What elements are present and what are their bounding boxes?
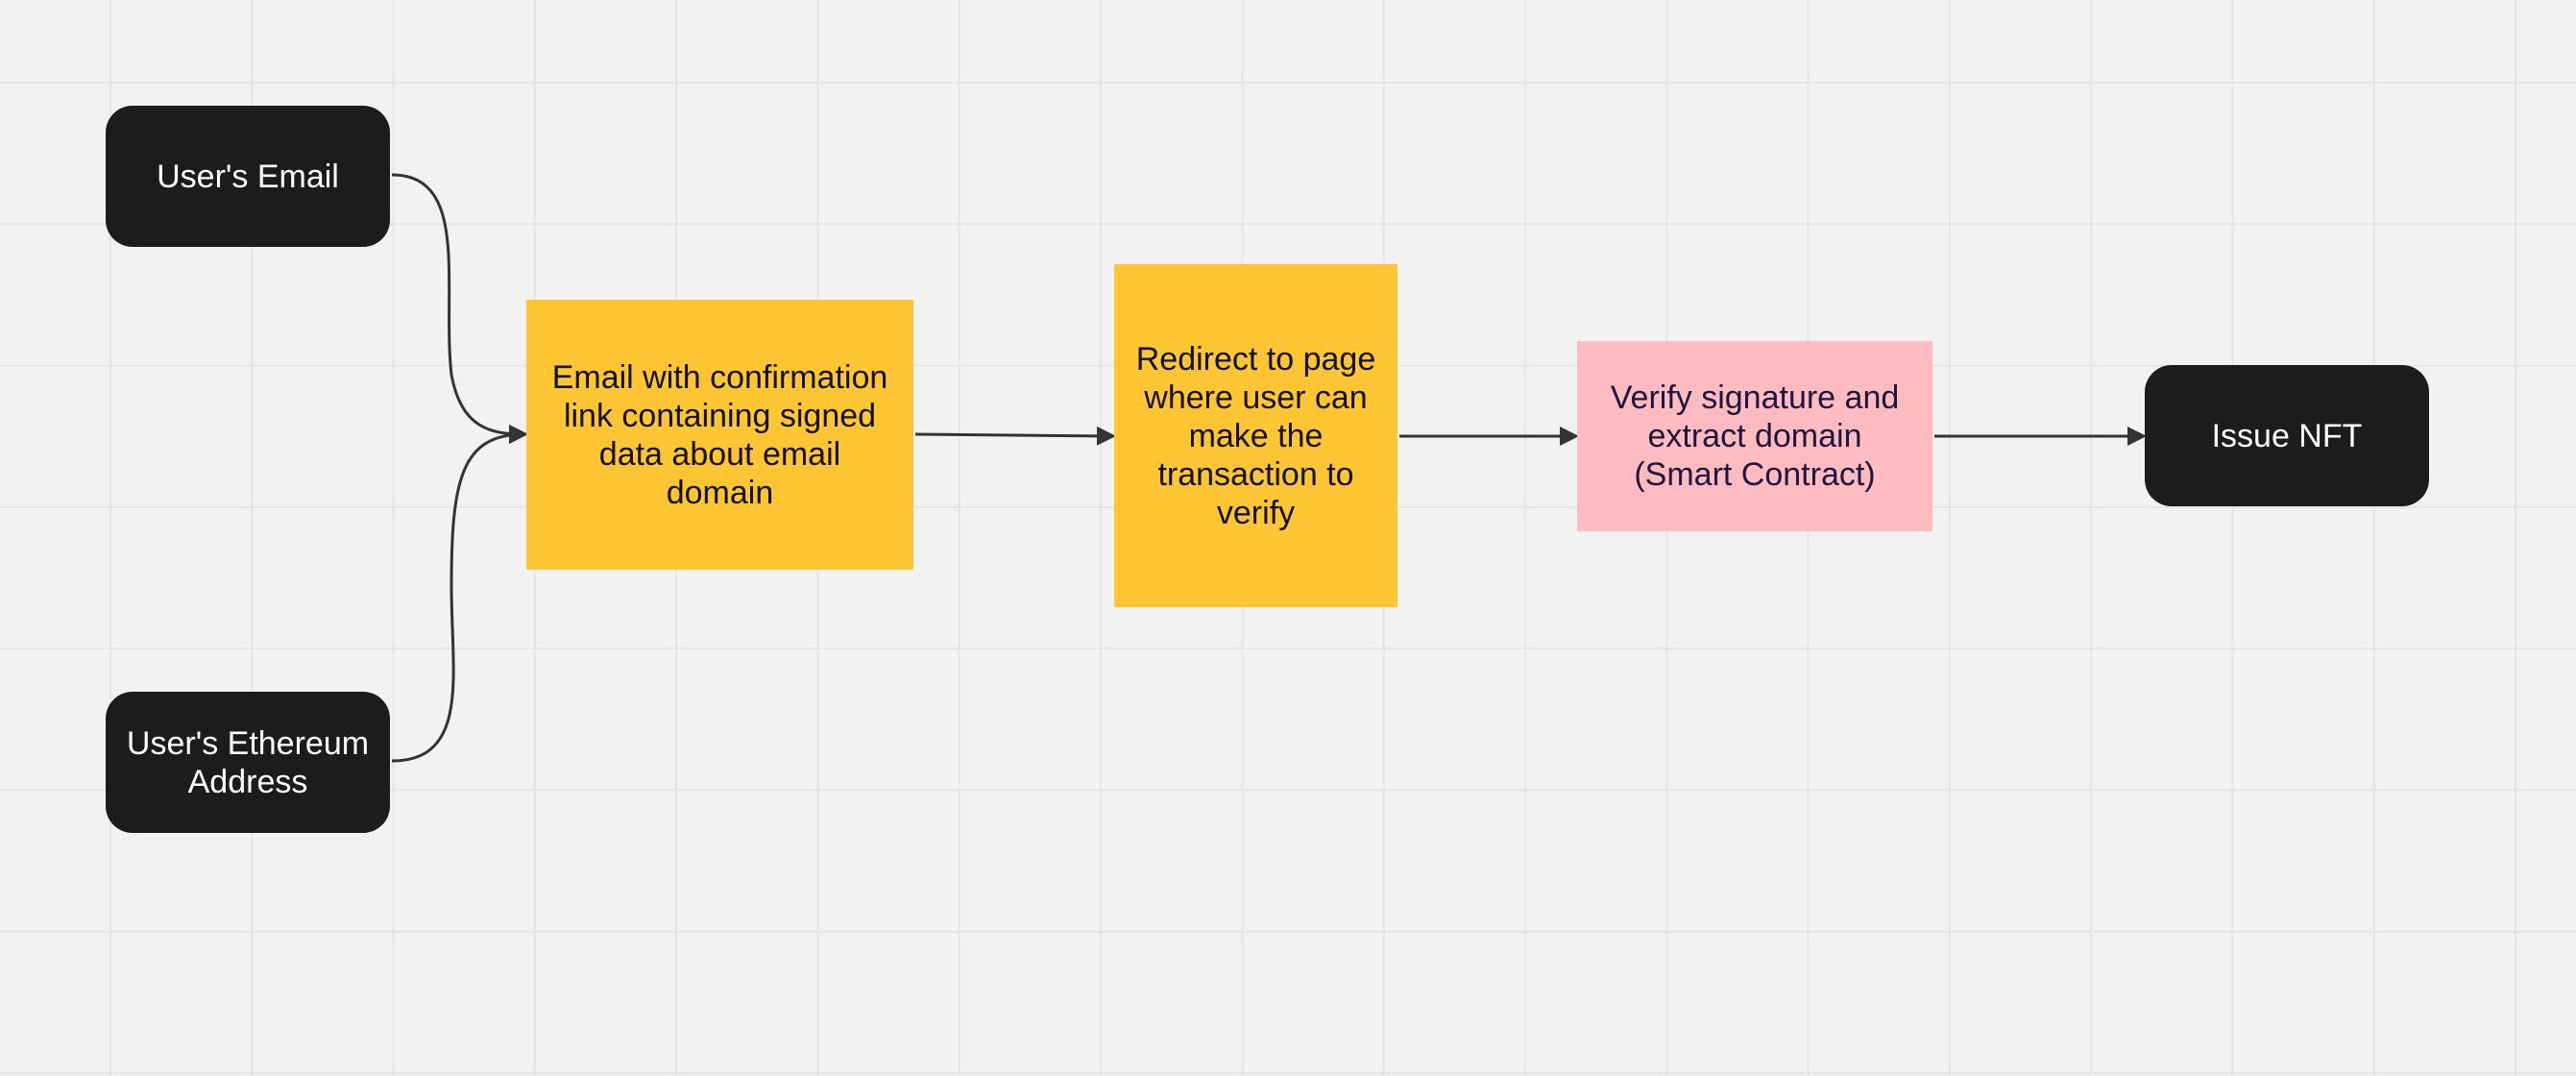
note-text: Verify signature and extract domain (Sma…	[1610, 379, 1900, 493]
sticky-note-confirmation-email[interactable]: Email with confirmation link containing …	[526, 300, 913, 570]
note-text: Email with confirmation link containing …	[551, 358, 888, 511]
node-users-email[interactable]: User's Email	[106, 106, 390, 247]
edge-email-to-confirm[interactable]	[391, 173, 528, 444]
sticky-note-verify-signature[interactable]: Verify signature and extract domain (Sma…	[1577, 341, 1932, 531]
edge-eth-to-confirm[interactable]	[391, 425, 528, 763]
node-issue-nft[interactable]: Issue NFT	[2145, 365, 2429, 506]
node-users-ethereum-address[interactable]: User's Ethereum Address	[106, 692, 390, 833]
node-label: User's Ethereum Address	[126, 724, 370, 800]
node-label: Issue NFT	[2211, 417, 2363, 454]
node-label: User's Email	[157, 158, 339, 195]
edge-confirm-to-redirect[interactable]	[914, 426, 1116, 446]
sticky-note-redirect[interactable]: Redirect to page where user can make the…	[1114, 264, 1397, 607]
note-text: Redirect to page where user can make the…	[1135, 340, 1376, 531]
